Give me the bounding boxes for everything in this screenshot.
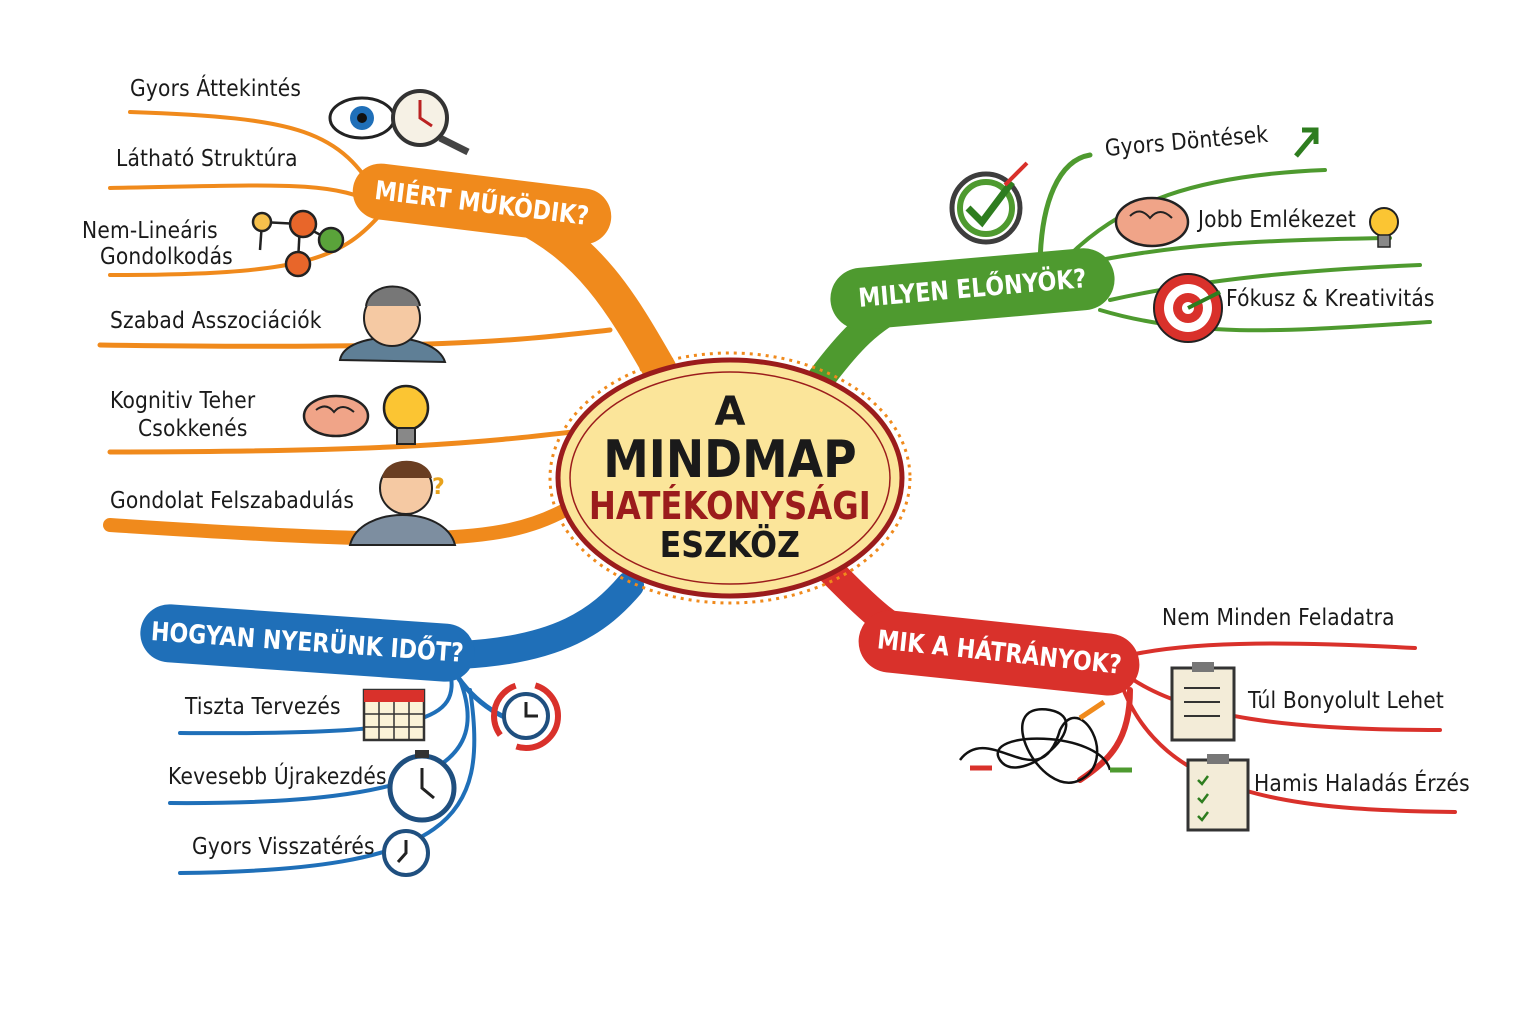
tangled-line-icon	[959, 699, 1132, 784]
leaf-kognitiv-teher[interactable]: Kognitiv Teher	[110, 388, 256, 414]
branch-title-text: MIK A HÁTRÁNYOK?	[875, 625, 1123, 681]
leaf-nem-linearis[interactable]: Nem-Lineáris	[82, 218, 218, 244]
check-target-icon	[949, 161, 1029, 245]
center-title-line2: MINDMAP	[603, 429, 857, 490]
target-icon	[1153, 273, 1223, 343]
brain-icon	[1114, 196, 1190, 248]
leaf-lathato-struktura[interactable]: Látható Struktúra	[116, 146, 298, 172]
branch-title-text: MILYEN ELŐNYÖK?	[857, 264, 1088, 314]
leaf-gondolkodas[interactable]: Gondolkodás	[100, 244, 233, 270]
leaf-csokkenes[interactable]: Csokkenés	[138, 416, 248, 442]
lightbulb-icon	[1369, 207, 1399, 248]
eye-icon	[328, 96, 396, 140]
center-title-line4: ESZKÖZ	[659, 525, 801, 567]
clock-magnifier-icon	[391, 89, 470, 156]
time-cycle-icon	[491, 681, 561, 751]
leaf-hamis-haladas-erzes[interactable]: Hamis Haladás Érzés	[1254, 771, 1470, 797]
brain-icon	[302, 394, 370, 438]
leaf-gyors-visszateres[interactable]: Gyors Visszatérés	[192, 834, 375, 860]
leaf-nem-minden-feladatra[interactable]: Nem Minden Feladatra	[1162, 605, 1395, 631]
stopwatch-icon	[387, 750, 457, 823]
center-title-line1: A	[714, 388, 746, 435]
leaf-tul-bonyolult-lehet[interactable]: Túl Bonyolult Lehet	[1248, 688, 1445, 714]
leaf-kevesebb-ujrakezdes[interactable]: Kevesebb Újrakezdés	[168, 764, 387, 790]
leaf-gyors-attekintes[interactable]: Gyors Áttekintés	[130, 76, 302, 102]
leaf-szabad-asszociaciok[interactable]: Szabad Asszociációk	[110, 308, 322, 334]
clock-icon	[382, 829, 430, 877]
calendar-icon	[362, 688, 426, 742]
arrow-up-right-icon	[1294, 127, 1319, 158]
leaf-tiszta-tervezes[interactable]: Tiszta Tervezés	[185, 694, 341, 720]
lightbulb-icon	[382, 384, 430, 445]
center-node[interactable]: A MINDMAP HATÉKONYSÁGI ESZKÖZ	[560, 360, 900, 596]
leaf-gondolat-felszabadulas[interactable]: Gondolat Felszabadulás	[110, 488, 355, 514]
center-title-line3: HATÉKONYSÁGI	[589, 484, 871, 529]
clipboard-icon	[1170, 662, 1236, 742]
stressed-person-icon	[338, 285, 447, 364]
center-node-shape	[548, 351, 912, 605]
checklist-clipboard-icon	[1186, 754, 1250, 832]
leaf-jobb-emlekezet[interactable]: Jobb Emlékezet	[1198, 207, 1357, 233]
leaf-fokusz-kreativitas[interactable]: Fókusz & Kreativitás	[1226, 286, 1435, 312]
thinking-person-icon: ?	[348, 460, 457, 546]
branch-title-text: HOGYAN NYERÜNK IDŐT?	[150, 617, 465, 669]
svg-text:?: ?	[432, 475, 445, 500]
network-nodes-icon	[251, 209, 345, 278]
